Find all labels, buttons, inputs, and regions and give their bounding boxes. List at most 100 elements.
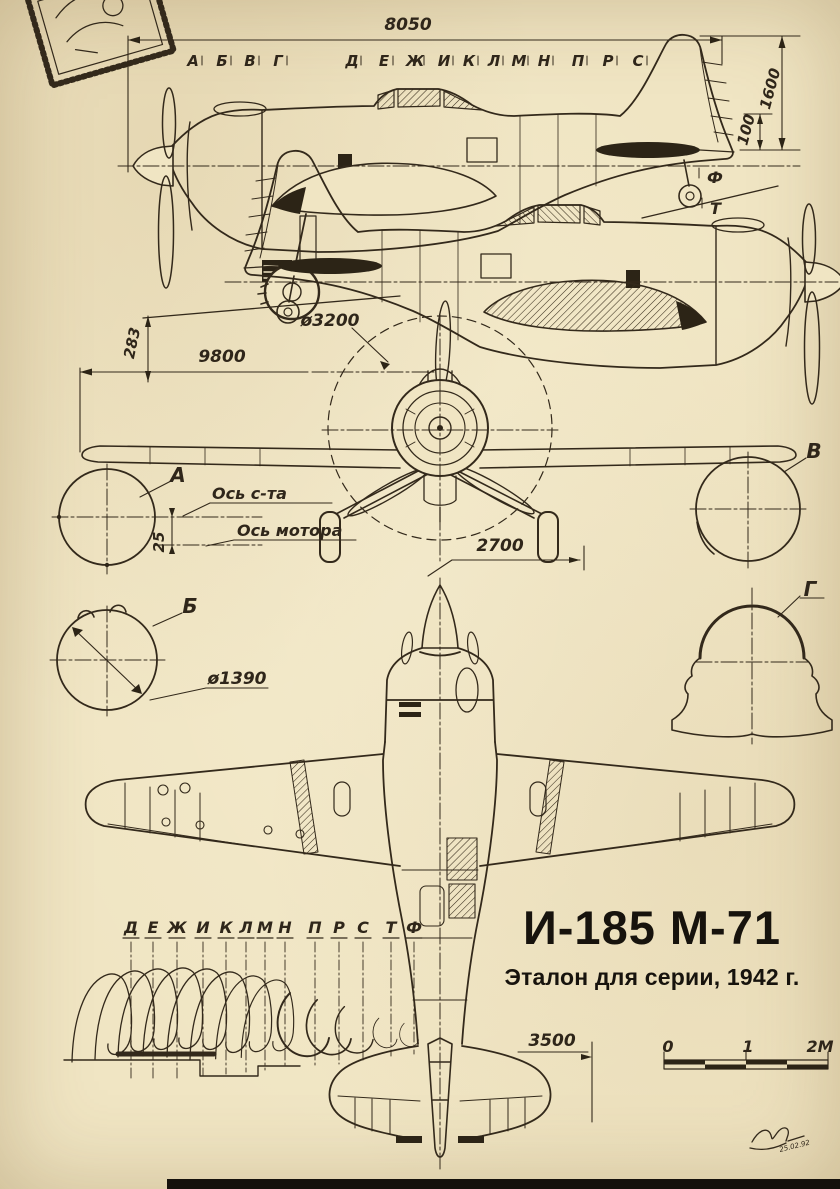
station-top-k: К	[463, 52, 476, 70]
station-bottom-n: Н	[278, 918, 292, 937]
plan-gun-troughs	[399, 702, 421, 717]
station-top-d: Д	[344, 52, 358, 70]
section-v-notch	[696, 521, 715, 555]
plan-wing-left	[84, 753, 401, 867]
dim-axes-offset: 25	[150, 532, 168, 553]
section-view-a	[56, 468, 156, 568]
station-bottom-i: И	[196, 918, 210, 937]
plan-elevator-hinges	[337, 1095, 543, 1135]
plan-spar-band-right	[535, 759, 565, 855]
station-bottom-s: С	[357, 918, 369, 937]
plan-view	[84, 584, 796, 1158]
aircraft-subtitle: Эталон для серии, 1942 г.	[504, 964, 800, 991]
scale-bar	[663, 1051, 829, 1070]
stamp-doodle	[23, 0, 177, 89]
station-top-s: С	[632, 52, 643, 70]
station-lines-bottom	[130, 941, 415, 1081]
dim-wheel-track: 2700	[476, 536, 523, 556]
plan-center-hatch-2	[448, 883, 476, 919]
station-top-i: И	[438, 52, 451, 70]
scale-one: 1	[742, 1037, 753, 1056]
section-b-bumps	[77, 604, 127, 619]
station-bottom-t: Т	[386, 918, 398, 937]
centerlines	[49, 165, 839, 1173]
station-bottom-r: Р	[333, 918, 345, 937]
front-view	[81, 300, 797, 563]
front-wing-ticks	[149, 446, 731, 467]
side-view-gear-down	[132, 33, 779, 321]
dim-fuselage-width: ø1390	[207, 669, 267, 689]
plan-spar-band-left	[289, 759, 319, 855]
propeller-blade-down	[157, 175, 175, 289]
section-label-g: Г	[804, 577, 818, 601]
dim-stab-span: 3500	[528, 1031, 575, 1051]
dim-prop-clearance: 283	[120, 326, 144, 360]
scale-zero: 0	[662, 1037, 673, 1056]
label-aircraft-axis: Ось с-та	[212, 484, 287, 503]
plan-wing-right	[479, 753, 796, 867]
plan-wheel-well-left	[333, 781, 351, 817]
dim-fuselage-length: 8050	[384, 15, 431, 35]
labels: 8050 А Б В Г Д Е Ж И К Л М Н П Р С 1600 …	[120, 15, 834, 1154]
plan-radiator	[419, 885, 445, 927]
station-bottom-d: Д	[123, 918, 138, 937]
signature	[749, 1127, 805, 1150]
station-top-m: М	[512, 52, 527, 70]
signature-date: 25.02.92	[779, 1139, 812, 1154]
station-ticks-top	[201, 55, 703, 209]
scale-two: 2М	[806, 1037, 833, 1056]
station-top-zh: Ж	[405, 52, 425, 70]
plan-blade-right	[466, 631, 480, 665]
station-top-v: В	[244, 52, 255, 70]
section-label-b: Б	[182, 594, 197, 618]
front-wheel-left	[319, 511, 341, 563]
section-label-a: А	[168, 463, 185, 487]
station-bottom-e: Е	[148, 918, 159, 937]
station-top-p: П	[572, 52, 585, 70]
front-gear-struts	[335, 469, 543, 519]
plan-center-hatch-1	[446, 837, 478, 881]
front-wheel-right	[537, 511, 559, 563]
station-bottom-f: Ф	[406, 918, 422, 937]
plan-stab-right	[459, 1045, 552, 1141]
station-top-r: Р	[603, 52, 614, 70]
label-station-f: Ф	[707, 168, 723, 187]
front-wing-right	[479, 445, 797, 469]
station-top-a: А	[186, 52, 199, 70]
station-top-n: Н	[538, 52, 551, 70]
section-g-dome	[698, 604, 806, 660]
propeller-blade-2	[801, 203, 817, 275]
station-bottom-zh: Ж	[166, 918, 187, 937]
ground-line-main	[142, 295, 401, 319]
ground-line-tail	[641, 185, 779, 219]
dim-prop-diameter: ø3200	[300, 311, 360, 331]
station-top-g: Г	[273, 52, 284, 70]
wheel-tread	[257, 283, 269, 305]
wing-leading-edge-dark	[272, 187, 306, 214]
gear-door	[299, 215, 317, 263]
station-top-b: Б	[216, 52, 227, 70]
plan-stab-left	[328, 1045, 421, 1141]
station-bottom-k: К	[219, 918, 233, 937]
propeller-blade-up	[161, 87, 177, 159]
label-engine-axis: Ось мотора	[237, 521, 342, 540]
station-top-e: Е	[379, 52, 390, 70]
wing-root-airfoil-2	[483, 279, 707, 332]
wing-root-airfoil	[271, 162, 497, 216]
plan-wing-holes	[157, 782, 305, 839]
station-bottom-m: М	[257, 918, 273, 937]
plan-cowl	[384, 647, 496, 743]
station-bottom-p: П	[308, 918, 322, 937]
aircraft-title: И-185 М-71	[523, 901, 781, 954]
plan-wheel-well-right	[529, 781, 547, 817]
station-top-l: Л	[487, 52, 501, 70]
dim-stab-offset: 100	[733, 112, 758, 147]
label-station-t: Т	[710, 199, 722, 218]
wing-leading-edge-dark-2	[676, 301, 706, 330]
plan-aileron-lines	[107, 782, 773, 847]
station-bottom-l: Л	[238, 918, 252, 937]
dim-wingspan: 9800	[198, 347, 245, 367]
title-block: И-185 М-71 Эталон для серии, 1942 г.	[482, 903, 822, 991]
